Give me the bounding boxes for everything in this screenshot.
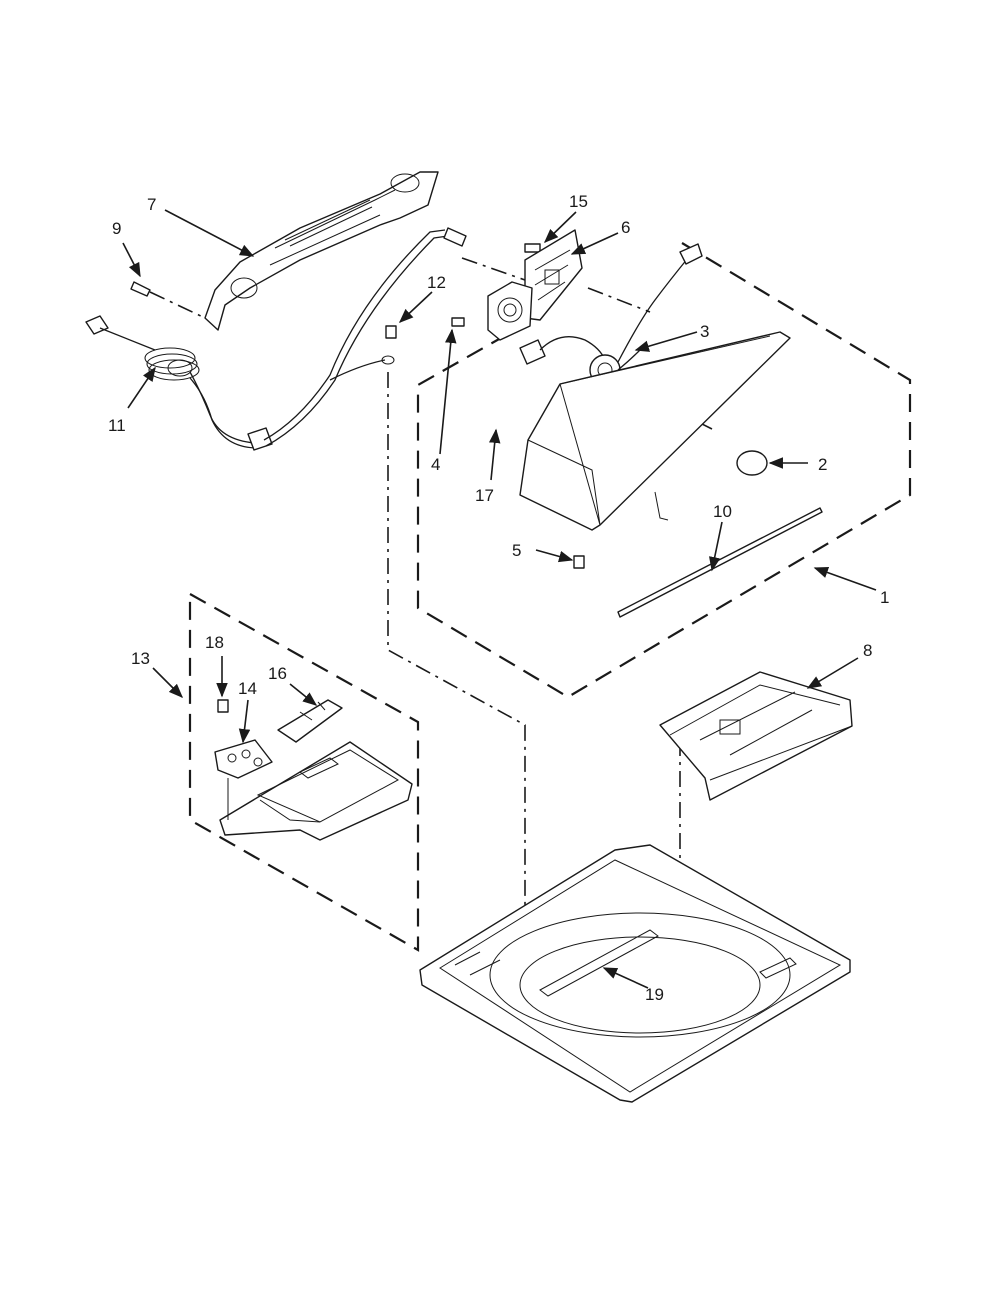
dispenser-drawer-8 (659, 671, 853, 801)
callout-17: 17 (475, 486, 494, 505)
callout-9: 9 (112, 219, 121, 238)
callout-1: 1 (880, 588, 889, 607)
screw-5 (573, 555, 585, 569)
callout-7: 7 (147, 195, 156, 214)
connector-16 (277, 699, 343, 743)
callout-5: 5 (512, 541, 521, 560)
callout-16: 16 (268, 664, 287, 683)
callout-labels: 1 2 3 4 5 6 7 8 9 10 11 12 13 14 15 16 1… (108, 192, 889, 1004)
knob-2 (736, 450, 768, 476)
console-housing (519, 331, 791, 531)
callout-19: 19 (645, 985, 664, 1004)
callout-18: 18 (205, 633, 224, 652)
callout-2: 2 (818, 455, 827, 474)
screw-4 (451, 317, 465, 327)
callout-12: 12 (427, 273, 446, 292)
control-panel (204, 171, 439, 331)
console-assembly-boundary (416, 242, 912, 699)
screw-9 (130, 281, 151, 297)
control-board-assembly-boundary (188, 592, 420, 952)
power-cord (85, 227, 467, 451)
screw-18 (217, 699, 229, 713)
callout-13: 13 (131, 649, 150, 668)
leader-lines (122, 209, 877, 989)
cabinet-top-19 (419, 844, 851, 1103)
screw-12 (385, 325, 397, 339)
screw-15 (524, 243, 541, 253)
callout-10: 10 (713, 502, 732, 521)
module-17 (487, 281, 533, 341)
callout-6: 6 (621, 218, 630, 237)
callout-15: 15 (569, 192, 588, 211)
trim-strip-10 (617, 507, 823, 618)
callout-11: 11 (108, 416, 126, 435)
callout-14: 14 (238, 679, 257, 698)
callout-8: 8 (863, 641, 872, 660)
control-board-bracket (219, 741, 413, 841)
assembly-path-lines (149, 257, 713, 1025)
callout-4: 4 (431, 455, 440, 474)
callout-3: 3 (700, 322, 709, 341)
